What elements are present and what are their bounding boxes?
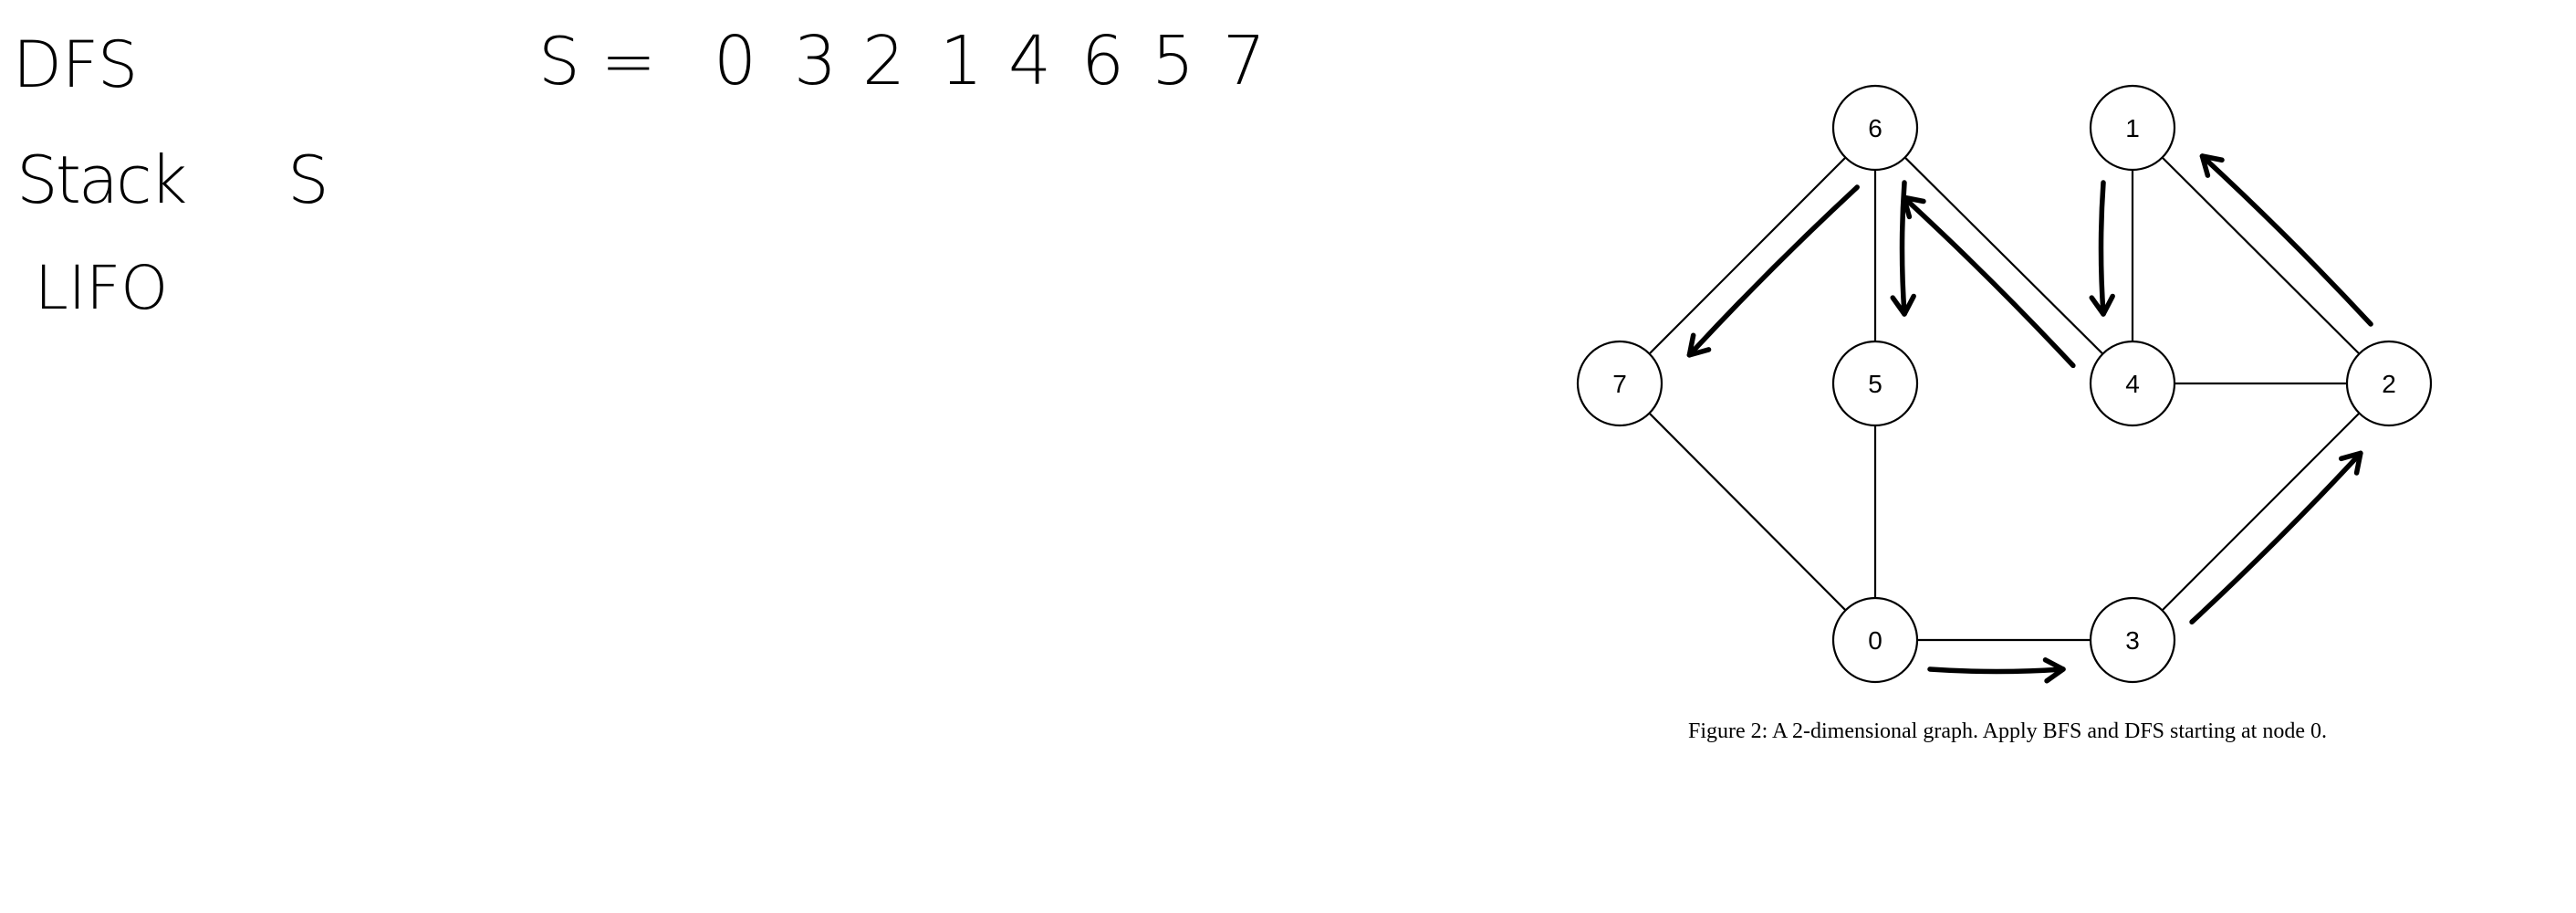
arrow-head	[2338, 450, 2363, 476]
edge-6-7	[1648, 156, 1847, 355]
traversal-arrow-6-5	[1890, 180, 1916, 317]
sequence-digit: 3	[794, 22, 837, 100]
node-circle	[1831, 596, 1919, 684]
sequence-digit: 0	[714, 22, 756, 100]
graph-edges	[1648, 156, 2361, 642]
stack-label: Stack	[16, 142, 186, 218]
graph-node-7: 7	[1576, 340, 1663, 427]
node-circle	[1831, 84, 1919, 172]
graph-node-0: 0	[1831, 596, 1919, 684]
sequence-digit: 1	[940, 22, 983, 100]
node-label: 3	[2125, 626, 2140, 655]
edge-1-2	[2161, 156, 2361, 355]
traversal-arrow-2-1	[2199, 153, 2373, 327]
figure-caption: Figure 2: A 2-dimensional graph. Apply B…	[1688, 719, 2327, 743]
sequence-digit: 5	[1152, 22, 1194, 100]
node-label: 0	[1868, 626, 1882, 655]
graph-node-1: 1	[2089, 84, 2176, 172]
node-circle	[2345, 340, 2433, 427]
node-label: 4	[2125, 370, 2140, 398]
stack-variable: S	[287, 142, 329, 218]
traversal-arrow-1-4	[2089, 180, 2115, 317]
graph-node-5: 5	[1831, 340, 1919, 427]
arrow-head	[1686, 332, 1712, 358]
arrow-shaft	[2189, 450, 2363, 624]
arrow-head	[1890, 293, 1916, 317]
node-label: 2	[2382, 370, 2396, 398]
sequence-digit: 4	[1008, 22, 1051, 100]
arrow-shaft	[1901, 194, 2076, 369]
sequence-digit: 7	[1223, 22, 1266, 100]
arrow-shaft	[1686, 184, 1860, 358]
edge-6-4	[1903, 156, 2104, 355]
node-label: 5	[1868, 370, 1882, 398]
traversal-arrow-0-3	[1927, 657, 2066, 684]
traversal-arrows	[1686, 153, 2373, 684]
arrow-shaft	[1899, 180, 1907, 317]
node-circle	[2089, 340, 2176, 427]
node-label: 6	[1868, 114, 1882, 142]
node-circle	[2089, 596, 2176, 684]
traversal-arrow-6-7	[1686, 184, 1860, 358]
graph-nodes: 0 1 2 3 4 5 6 7	[1576, 84, 2433, 684]
graph-node-2: 2	[2345, 340, 2433, 427]
graph-node-6: 6	[1831, 84, 1919, 172]
arrow-shaft	[2098, 180, 2106, 317]
node-circle	[1831, 340, 1919, 427]
graph-node-3: 3	[2089, 596, 2176, 684]
edge-7-0	[1648, 412, 1847, 612]
arrow-head	[2199, 153, 2225, 178]
sequence-prefix: S =	[538, 23, 656, 100]
arrow-shaft	[1927, 666, 2066, 675]
sequence-digit: 2	[862, 22, 905, 100]
node-circle	[1576, 340, 1663, 427]
arrow-head	[2042, 657, 2066, 684]
arrow-head	[2089, 293, 2115, 317]
node-circle	[2089, 84, 2176, 172]
sequence-digit: 6	[1081, 22, 1124, 100]
edge-3-2	[2161, 412, 2361, 612]
arrow-shaft	[2199, 153, 2373, 327]
dfs-heading: DFS	[13, 27, 138, 102]
traversal-arrow-4-6	[1901, 194, 2076, 369]
traversal-arrow-3-2	[2189, 450, 2363, 624]
lifo-label: LIFO	[35, 253, 168, 323]
graph-node-4: 4	[2089, 340, 2176, 427]
node-label: 7	[1612, 370, 1627, 398]
node-label: 1	[2125, 114, 2140, 142]
